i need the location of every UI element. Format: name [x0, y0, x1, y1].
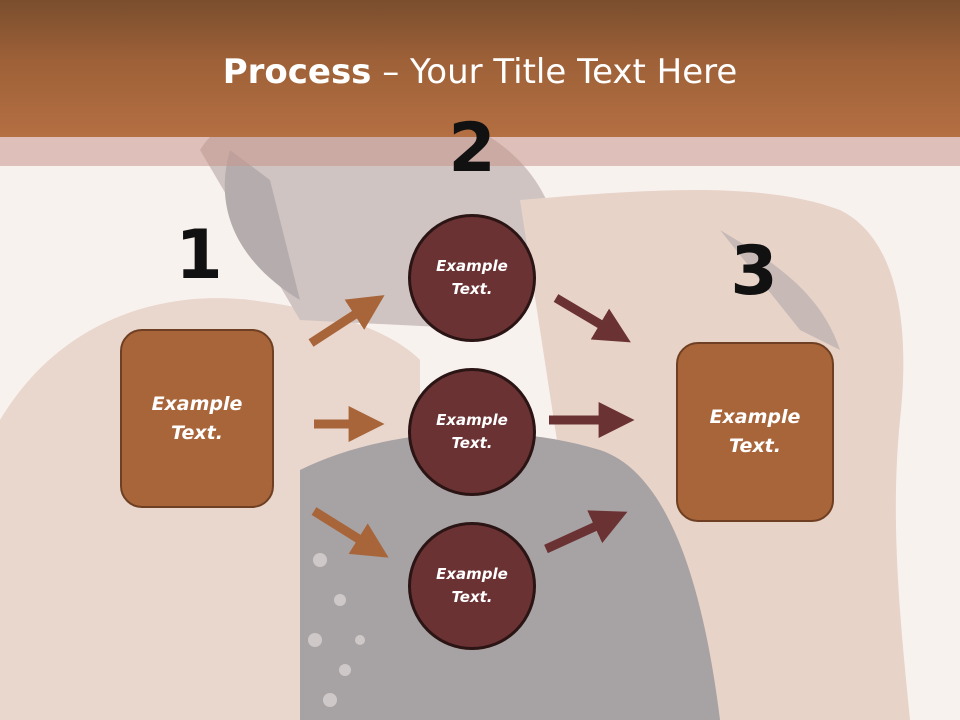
step-number-3: 3: [730, 232, 778, 311]
step-number-1: 1: [175, 216, 223, 295]
circle-middle-line1: Example: [436, 411, 508, 429]
step-3-line1: Example: [709, 406, 801, 428]
step-3-line2: Text.: [729, 435, 781, 457]
step-2-circle-top: Example Text.: [408, 214, 536, 342]
page-title: Process – Your Title Text Here: [0, 52, 960, 92]
step-1-box: Example Text.: [120, 329, 274, 508]
circle-middle-line2: Text.: [451, 434, 493, 452]
circle-top-line1: Example: [436, 257, 508, 275]
step-number-2: 2: [448, 109, 496, 188]
title-bold: Process: [222, 52, 372, 92]
circle-top-line2: Text.: [451, 280, 493, 298]
step-2-circle-middle: Example Text.: [408, 368, 536, 496]
arrow-bottom-to-3: [544, 510, 628, 554]
arrow-1-to-top: [308, 295, 385, 347]
arrow-top-to-3: [553, 294, 631, 343]
step-3-box: Example Text.: [676, 342, 834, 522]
step-2-circle-bottom: Example Text.: [408, 522, 536, 650]
circle-bottom-line1: Example: [436, 565, 508, 583]
header-band: [0, 137, 960, 166]
step-1-line1: Example: [151, 392, 243, 415]
arrow-1-to-bottom: [311, 507, 389, 558]
header-bar: [0, 0, 960, 137]
circle-bottom-line2: Text.: [451, 588, 493, 606]
title-rest: – Your Title Text Here: [371, 52, 738, 92]
step-1-line2: Text.: [171, 421, 223, 444]
